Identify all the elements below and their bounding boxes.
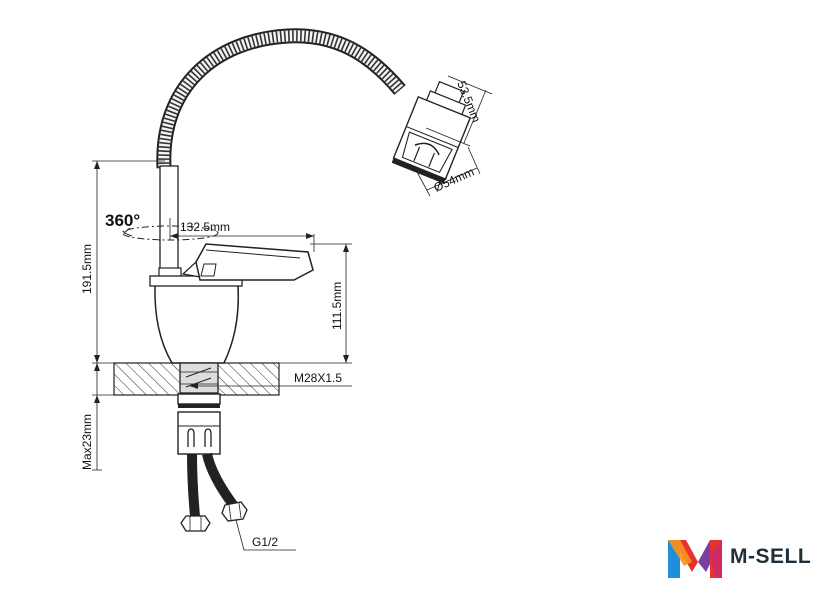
spout-height-label: 111.5mm (330, 282, 344, 330)
m-sell-logo: M-SELL (666, 536, 836, 580)
mounting-shank (177, 362, 221, 408)
reach-dimension: 132.5mm (169, 218, 315, 252)
lever-handle (195, 243, 314, 281)
hose-fittings (180, 501, 248, 532)
rotation-label: 360° (105, 211, 140, 230)
spout-height-dimension: 111.5mm (238, 243, 352, 364)
spray-head (391, 80, 472, 184)
thread-label: M28X1.5 (294, 371, 342, 385)
thread-callout: M28X1.5 (190, 371, 352, 389)
reach-label: 132.5mm (180, 220, 230, 234)
total-height-label: 191.5mm (80, 244, 94, 294)
max-thickness-dimension: Max23mm (80, 363, 102, 471)
total-height-dimension: 191.5mm (80, 160, 165, 363)
faucet-body (149, 261, 243, 364)
brand-name: M-SELL (730, 545, 812, 568)
m-sell-logo-icon (668, 540, 722, 578)
spout-tube (158, 165, 182, 279)
supply-hoses (187, 452, 239, 517)
max-thickness-label: Max23mm (80, 414, 94, 470)
connection-label: G1/2 (252, 535, 278, 549)
flexible-spout-hose (156, 28, 406, 169)
connection-callout: G1/2 (235, 519, 296, 551)
fixing-nut (177, 411, 221, 455)
